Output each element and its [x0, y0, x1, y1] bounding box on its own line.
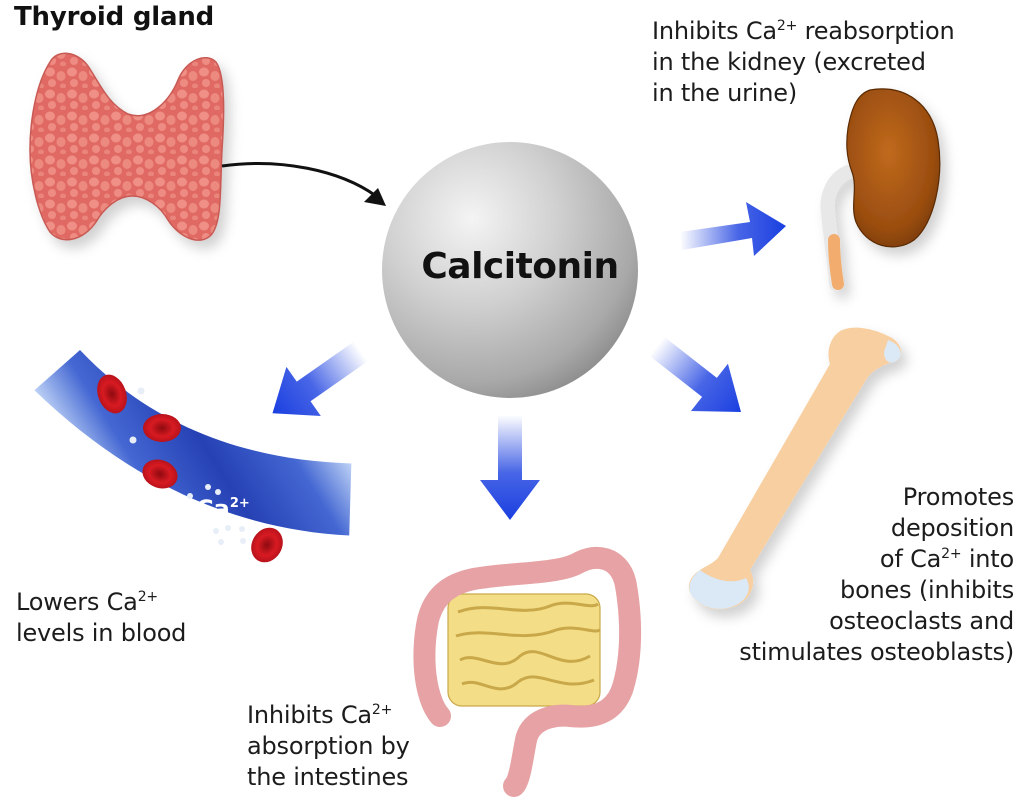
red-blood-cells	[97, 374, 283, 563]
red-blood-cell	[143, 414, 181, 442]
arrow-to-intestine-icon	[480, 415, 540, 520]
calcitonin-label: Calcitonin	[421, 246, 619, 287]
calcitonin-sphere	[382, 142, 638, 398]
red-blood-cell	[251, 527, 283, 563]
kidney-icon	[820, 88, 941, 291]
blood-effect-label: Lowers Ca2+ levels in blood	[16, 588, 187, 647]
red-blood-cell	[97, 374, 127, 414]
red-blood-cell	[142, 459, 178, 489]
arrow-to-bone-icon	[649, 336, 741, 413]
thyroid-to-calcitonin-arrow	[221, 162, 386, 206]
bone-icon	[688, 327, 901, 610]
kidney-effect-label: Inhibits Ca2+ reabsorption in the kidney…	[652, 17, 955, 107]
intestine-effect-label: Inhibits Ca2+ absorption by the intestin…	[247, 701, 410, 791]
blood-vessel-icon	[34, 350, 352, 536]
vessel-calcium-label: Ca2+	[196, 495, 250, 523]
intestines-icon	[413, 547, 642, 797]
arrow-to-kidney-icon	[680, 202, 786, 256]
calcium-ions	[129, 387, 246, 545]
bone-effect-label: Promotes deposition of Ca2+ into bones (…	[739, 483, 1014, 666]
thyroid-gland-title: Thyroid gland	[14, 2, 215, 32]
arrow-to-blood-icon	[272, 341, 368, 417]
thyroid-gland-icon	[29, 52, 225, 241]
